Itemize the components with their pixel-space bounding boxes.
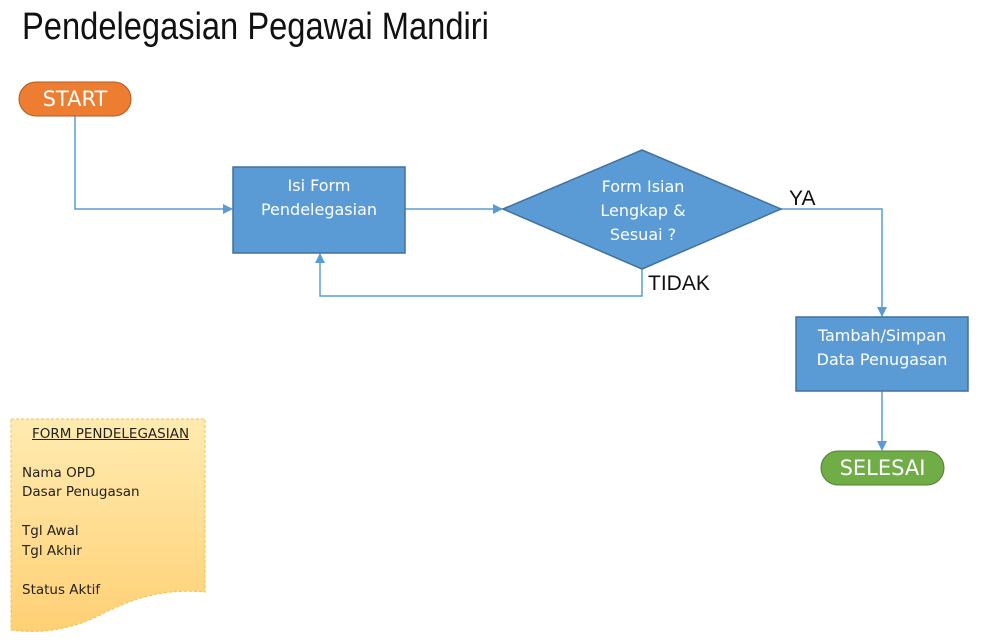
decision-line: Form Isian: [601, 177, 685, 196]
edge-label-yes: YA: [789, 187, 816, 210]
isi-form-process: [232, 166, 406, 254]
decision-line: Sesuai ?: [609, 225, 677, 244]
decision-diamond: [501, 149, 783, 270]
connector-start-to-form: [74, 116, 233, 214]
form-field: Status Aktif: [22, 581, 101, 598]
form-field: Nama OPD: [22, 464, 96, 481]
selesai-label: SELESAI: [839, 456, 926, 480]
form-note-heading: FORM PENDELEGASIAN: [32, 426, 190, 442]
decision-line: Lengkap &: [600, 201, 686, 220]
form-field: Tgl Akhir: [22, 542, 82, 559]
connector-no: [315, 253, 643, 297]
simpan-process: [795, 316, 969, 392]
start-label: START: [42, 87, 108, 111]
isi-form-label: Isi Form Pendelegasian: [233, 172, 405, 224]
simpan-line: Data Penugasan: [816, 350, 948, 369]
form-note-document: [10, 418, 206, 632]
form-note: FORM PENDELEGASIAN Nama OPD Dasar Penuga…: [22, 425, 189, 600]
form-field: Dasar Penugasan: [22, 484, 140, 500]
isi-form-line: Isi Form: [287, 176, 351, 195]
simpan-line: Tambah/Simpan: [817, 326, 947, 345]
decision-label: Form Isian Lengkap & Sesuai ?: [543, 173, 743, 249]
edge-label-no: TIDAK: [648, 272, 710, 295]
page-title: Pendelegasian Pegawai Mandiri: [22, 6, 489, 48]
simpan-label: Tambah/Simpan Data Penugasan: [796, 322, 968, 374]
selesai-terminal: [820, 450, 945, 486]
connector-yes: [781, 208, 887, 317]
start-terminal: [18, 81, 132, 117]
isi-form-line: Pendelegasian: [260, 200, 378, 219]
form-field: Tgl Awal: [22, 523, 79, 539]
